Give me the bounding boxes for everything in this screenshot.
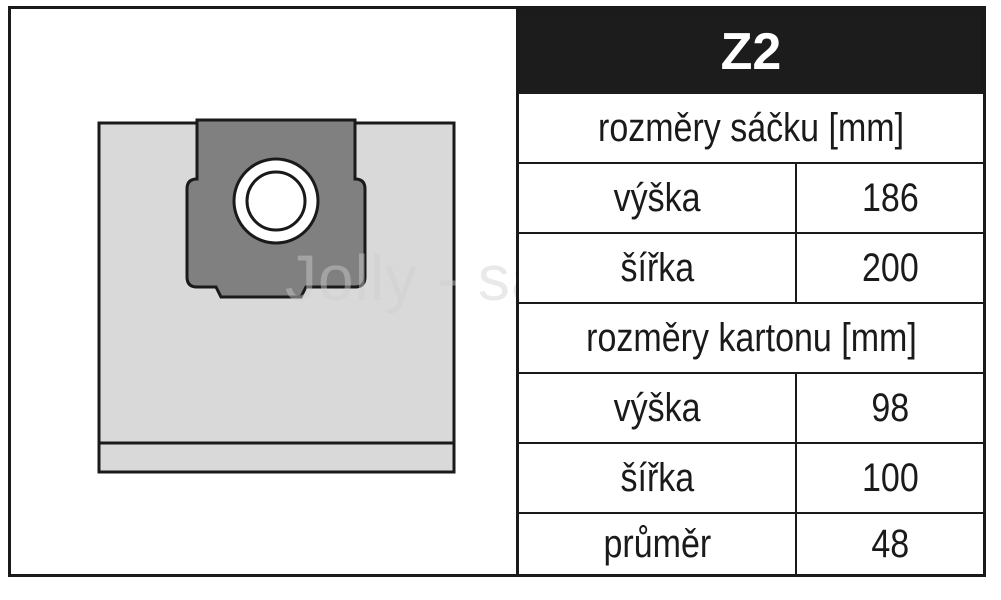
carton-height-value: 98 (871, 385, 909, 430)
carton-width-label: šířka (519, 444, 797, 512)
carton-diameter-value: 48 (871, 521, 909, 566)
bag-width-row: šířka 200 (519, 234, 983, 304)
carton-width-row: šířka 100 (519, 444, 983, 514)
watermark: Jolly - sáčky (285, 242, 516, 314)
product-card: Jolly - sáčky Z2 rozměry sáčku [mm] výšk… (8, 6, 986, 577)
carton-height-label: výška (519, 374, 797, 442)
bag-width-label: šířka (519, 234, 797, 302)
carton-height-row: výška 98 (519, 374, 983, 444)
carton-width-value: 100 (861, 455, 919, 500)
bag-height-row: výška 186 (519, 164, 983, 234)
carton-diameter-row: průměr 48 (519, 514, 983, 574)
bag-inlet-hole (245, 170, 307, 232)
carton-dimensions-heading: rozměry kartonu [mm] (585, 315, 917, 360)
bag-height-label: výška (519, 164, 797, 232)
carton-dimensions-heading-row: rozměry kartonu [mm] (519, 304, 983, 374)
bag-dimensions-heading: rozměry sáčku [mm] (597, 105, 905, 150)
dimensions-table: Z2 rozměry sáčku [mm] výška 186 šířka 20… (519, 9, 983, 574)
product-code: Z2 (519, 9, 983, 94)
bag-height-value: 186 (861, 175, 919, 220)
bag-illustration-panel: Jolly - sáčky (11, 9, 519, 574)
bag-width-value: 200 (861, 245, 919, 290)
dust-bag-illustration (97, 118, 456, 474)
bag-dimensions-heading-row: rozměry sáčku [mm] (519, 94, 983, 164)
carton-diameter-label: průměr (519, 514, 797, 574)
